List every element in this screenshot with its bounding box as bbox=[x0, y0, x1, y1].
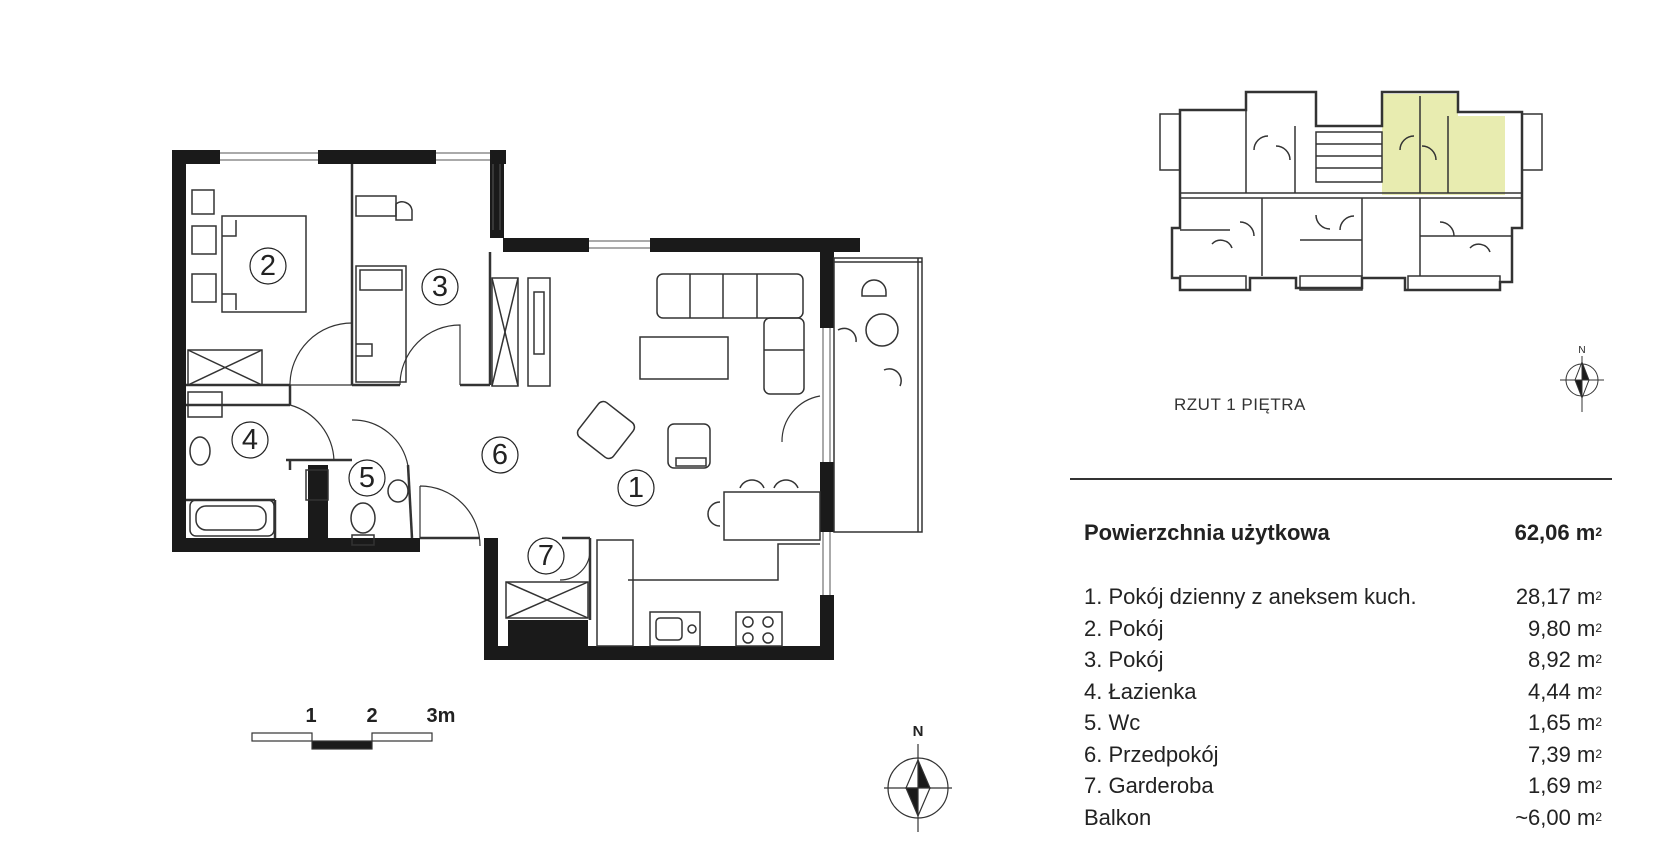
area-table: Powierzchnia użytkowa 62,06 m2 1. Pokój … bbox=[1084, 520, 1602, 836]
exterior-walls bbox=[172, 150, 860, 660]
area-row-label: 1. Pokój dzienny z aneksem kuch. bbox=[1084, 584, 1417, 609]
total-area-value: 62,06 m2 bbox=[1514, 520, 1602, 545]
area-list: 1. Pokój dzienny z aneksem kuch. 28,17 m2… bbox=[1084, 584, 1602, 836]
area-row: 5. Wc 1,65 m2 bbox=[1084, 710, 1602, 742]
bathroom-fixtures bbox=[187, 391, 409, 546]
area-row: Balkon ~6,00 m2 bbox=[1084, 805, 1602, 837]
area-row-label: 4. Łazienka bbox=[1084, 678, 1197, 704]
area-row-value: 9,80 m2 bbox=[1528, 615, 1602, 641]
area-row: 1. Pokój dzienny z aneksem kuch. 28,17 m2 bbox=[1084, 584, 1602, 616]
armchairs bbox=[576, 400, 711, 469]
area-row: 6. Przedpokój 7,39 m2 bbox=[1084, 742, 1602, 774]
key-plan bbox=[1159, 90, 1543, 292]
room-2-number: 2 bbox=[260, 250, 276, 282]
wardrobe-room-7 bbox=[505, 581, 589, 619]
dining-table bbox=[707, 479, 821, 541]
north-arrow-icon: N bbox=[884, 723, 952, 832]
area-row-label: 5. Wc bbox=[1084, 710, 1141, 735]
area-row-label: 2. Pokój bbox=[1084, 615, 1164, 641]
door-swings bbox=[289, 322, 821, 581]
room-3-number: 3 bbox=[432, 271, 448, 303]
scale-label-1: 1 bbox=[305, 705, 316, 727]
desk bbox=[191, 189, 215, 215]
scale-bar: 1 2 3m bbox=[251, 705, 456, 750]
area-row-label: 3. Pokój bbox=[1084, 647, 1164, 672]
area-row-value: 1,65 m2 bbox=[1528, 710, 1602, 735]
wardrobe-hall bbox=[491, 277, 551, 387]
north-label-small: N bbox=[1578, 345, 1585, 356]
divider bbox=[1070, 478, 1612, 480]
area-row-label: 6. Przedpokój bbox=[1084, 741, 1219, 767]
area-row: 2. Pokój 9,80 m2 bbox=[1084, 616, 1602, 648]
area-row-label: Balkon bbox=[1084, 804, 1152, 830]
area-row: 4. Łazienka 4,44 m2 bbox=[1084, 679, 1602, 711]
area-row-value: 1,69 m2 bbox=[1528, 773, 1602, 798]
area-row-value: 8,92 m2 bbox=[1528, 647, 1602, 672]
apartment-plan bbox=[172, 150, 923, 660]
room-4-number: 4 bbox=[242, 424, 258, 456]
area-row-value: 4,44 m2 bbox=[1528, 678, 1602, 704]
kitchen bbox=[596, 539, 820, 647]
area-row-value: 28,17 m2 bbox=[1515, 584, 1602, 609]
north-label: N bbox=[913, 723, 924, 740]
area-row-value: ~6,00 m2 bbox=[1515, 804, 1602, 830]
windows bbox=[220, 152, 831, 595]
area-row-value: 7,39 m2 bbox=[1528, 741, 1602, 767]
floor-label: RZUT 1 PIĘTRA bbox=[1174, 395, 1306, 414]
room-number-circles bbox=[231, 247, 655, 575]
room-7-number: 7 bbox=[538, 540, 554, 572]
bed bbox=[191, 215, 307, 313]
area-row: 7. Garderoba 1,69 m2 bbox=[1084, 773, 1602, 805]
balcony bbox=[833, 257, 923, 533]
area-row: 3. Pokój 8,92 m2 bbox=[1084, 647, 1602, 679]
scale-label-2: 2 bbox=[366, 705, 377, 727]
wardrobe-room-2 bbox=[187, 349, 263, 386]
room-3-furniture bbox=[355, 195, 413, 383]
total-area-row: Powierzchnia użytkowa 62,06 m2 bbox=[1084, 520, 1602, 584]
room-1-number: 1 bbox=[628, 472, 644, 504]
coffee-table bbox=[639, 336, 729, 380]
north-arrow-small-icon: N bbox=[1560, 345, 1604, 412]
area-row-label: 7. Garderoba bbox=[1084, 773, 1214, 798]
sofa bbox=[656, 273, 805, 395]
room-5-number: 5 bbox=[359, 462, 375, 494]
room-6-number: 6 bbox=[492, 439, 508, 471]
scale-label-3m: 3m bbox=[427, 705, 456, 727]
total-area-label: Powierzchnia użytkowa bbox=[1084, 520, 1330, 545]
